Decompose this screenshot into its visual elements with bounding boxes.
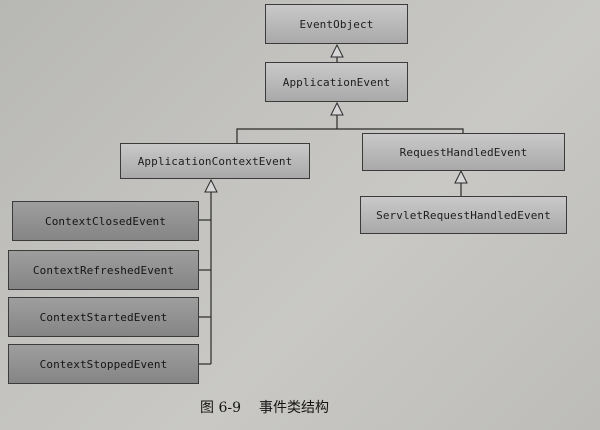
arrowhead-applicationevent <box>330 101 344 116</box>
arrowhead-applicationcontextevent <box>204 178 218 193</box>
node-application-event: ApplicationEvent <box>265 62 408 102</box>
node-context-closed-event: ContextClosedEvent <box>12 201 199 241</box>
node-request-handled-event: RequestHandledEvent <box>362 133 565 171</box>
figure-caption: 图 6-9 事件类结构 <box>200 397 329 417</box>
node-event-object: EventObject <box>265 4 408 44</box>
node-servlet-request-handled-event: ServletRequestHandledEvent <box>360 196 567 234</box>
arrowhead-eventobject <box>330 43 344 58</box>
figure-title: 事件类结构 <box>259 400 329 416</box>
arrowhead-requesthandledevent <box>454 169 468 184</box>
node-context-refreshed-event: ContextRefreshedEvent <box>8 250 199 290</box>
node-context-started-event: ContextStartedEvent <box>8 297 199 337</box>
node-application-context-event: ApplicationContextEvent <box>120 143 310 179</box>
node-context-stopped-event: ContextStoppedEvent <box>8 344 199 384</box>
figure-number: 图 6-9 <box>200 400 241 416</box>
